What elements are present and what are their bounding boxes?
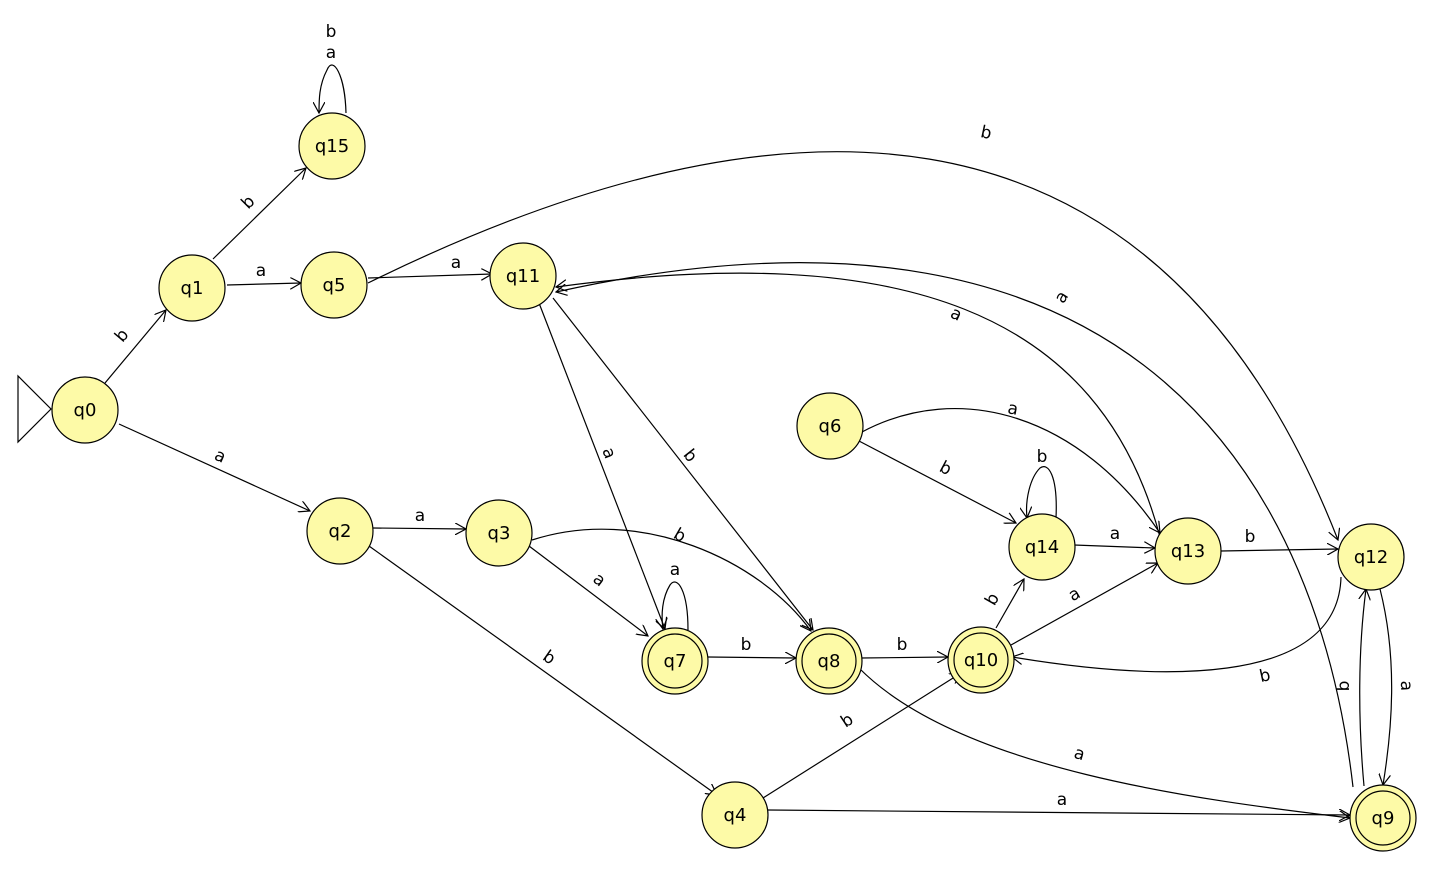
- state-q5[interactable]: q5: [300, 251, 368, 319]
- state-q1[interactable]: q1: [158, 254, 226, 322]
- edge-q12-q10: [1012, 576, 1342, 673]
- edge-label-q2-q3: a: [415, 506, 425, 526]
- state-label: q4: [724, 805, 747, 826]
- state-q3[interactable]: q3: [465, 499, 533, 567]
- edge-label-q1-q5: a: [256, 261, 266, 281]
- edge-q14-q14: [1027, 466, 1057, 518]
- state-label: q14: [1025, 537, 1059, 558]
- edge-q6-q14: [858, 440, 1016, 523]
- edge-q4-q10: [762, 673, 961, 799]
- edge-q15-q15: [319, 64, 347, 113]
- state-q4[interactable]: q4: [701, 781, 769, 849]
- edge-q0-q2: [118, 423, 310, 511]
- edge-label-q13-q11: a: [947, 303, 965, 326]
- states: q0 q1 q2 q3 q4 q5 q6 q7: [51, 112, 1417, 852]
- edge-q1-q15: [212, 168, 306, 260]
- edge-q9-q12: [1360, 589, 1366, 787]
- state-q0[interactable]: q0: [51, 376, 119, 444]
- edge-label-q8-q9: a: [1072, 743, 1088, 765]
- edge-label-q14-q13: a: [1110, 524, 1120, 544]
- state-label: q7: [664, 651, 687, 672]
- edge-q3-q8: [531, 528, 811, 631]
- edge-label-q14-q14: b: [1037, 447, 1048, 467]
- edge-q13-q12: [1220, 549, 1338, 551]
- edge-q0-q1: [104, 310, 166, 384]
- state-label: q5: [323, 275, 346, 296]
- edge-q10-q14: [995, 579, 1024, 629]
- state-q10[interactable]: q10: [947, 626, 1015, 694]
- edge-q10-q13: [1010, 563, 1158, 646]
- edge-label-q9-q11: a: [1051, 288, 1073, 307]
- state-label: q12: [1354, 547, 1388, 568]
- edge-label-q6-q13: a: [1006, 398, 1020, 420]
- state-label: q1: [181, 278, 204, 299]
- edge-label-q11-q7: a: [597, 445, 619, 462]
- edge-label-q13-q12: b: [1245, 527, 1256, 547]
- state-label: q6: [819, 416, 842, 437]
- edge-q3-q7: [528, 545, 648, 636]
- edge-q12-q9: [1380, 588, 1393, 785]
- edge-label-q8-q10: b: [897, 635, 908, 655]
- state-label: q8: [818, 651, 841, 672]
- edge-label-q4-q9: a: [1057, 790, 1067, 810]
- edge-q8-q10: [860, 657, 948, 658]
- state-label: q3: [488, 523, 511, 544]
- state-q14[interactable]: q14: [1008, 513, 1076, 581]
- edge-q14-q13: [1073, 545, 1155, 548]
- edge-q7-q8: [707, 657, 796, 658]
- state-label: q9: [1372, 808, 1395, 829]
- edge-label-q1-q15: b: [238, 192, 260, 214]
- edge-label-q12-q9: a: [1396, 680, 1416, 691]
- state-q2[interactable]: q2: [306, 497, 374, 565]
- edge-label-q7-q8: b: [741, 635, 752, 655]
- edge-q11-q8: [552, 297, 813, 630]
- state-label: q0: [74, 400, 97, 421]
- edge-label-q6-q14: b: [936, 457, 955, 480]
- state-label: q10: [964, 650, 998, 671]
- edge-label-q10-q14: b: [981, 590, 1004, 609]
- edge-q2-q4: [368, 545, 717, 795]
- state-q8[interactable]: q8: [795, 627, 863, 695]
- edge-q6-q13: [861, 407, 1160, 533]
- edge-q5-q11: [367, 274, 492, 278]
- edge-q11-q7: [538, 302, 665, 629]
- edge-label-q15-q15-bottom: a: [326, 43, 336, 63]
- edge-label-q12-q10: b: [1258, 665, 1273, 687]
- state-q12[interactable]: q12: [1337, 523, 1405, 591]
- state-q11[interactable]: q11: [489, 242, 557, 310]
- edge-label-q0-q1: b: [111, 325, 133, 346]
- state-q15[interactable]: q15: [298, 112, 366, 180]
- state-q9[interactable]: q9: [1349, 784, 1417, 852]
- state-label: q11: [506, 266, 540, 287]
- state-q6[interactable]: q6: [796, 392, 864, 460]
- edge-label-q5-q11: a: [451, 253, 461, 273]
- edge-label-q7-q7: a: [670, 560, 680, 580]
- edge-q5-q12: [367, 151, 1338, 540]
- state-label: q2: [329, 521, 352, 542]
- edge-label-q0-q2: a: [211, 445, 229, 468]
- edge-q4-q9: [767, 810, 1350, 815]
- edge-label-q10-q13: a: [1065, 583, 1084, 606]
- state-q7[interactable]: q7: [641, 627, 709, 695]
- edge-label-q9-q12: b: [1334, 681, 1354, 692]
- edge-label-q15-q15-top: b: [326, 22, 337, 42]
- edge-q13-q11: [556, 272, 1161, 538]
- state-q13[interactable]: q13: [1154, 517, 1222, 585]
- edge-q2-q3: [372, 528, 466, 529]
- start-arrow-icon: [17, 374, 52, 444]
- edge-label-q2-q4: b: [539, 647, 559, 670]
- edge-q9-q11: [556, 262, 1354, 788]
- state-label: q15: [315, 136, 349, 157]
- edge-q1-q5: [226, 283, 301, 285]
- edge-label-q3-q7: a: [589, 569, 609, 591]
- edge-label-q5-q12: b: [979, 122, 994, 144]
- edge-q7-q7: [662, 581, 689, 630]
- edge-label-q4-q10: b: [837, 709, 857, 732]
- transitions: [104, 64, 1393, 818]
- state-label: q13: [1171, 541, 1205, 562]
